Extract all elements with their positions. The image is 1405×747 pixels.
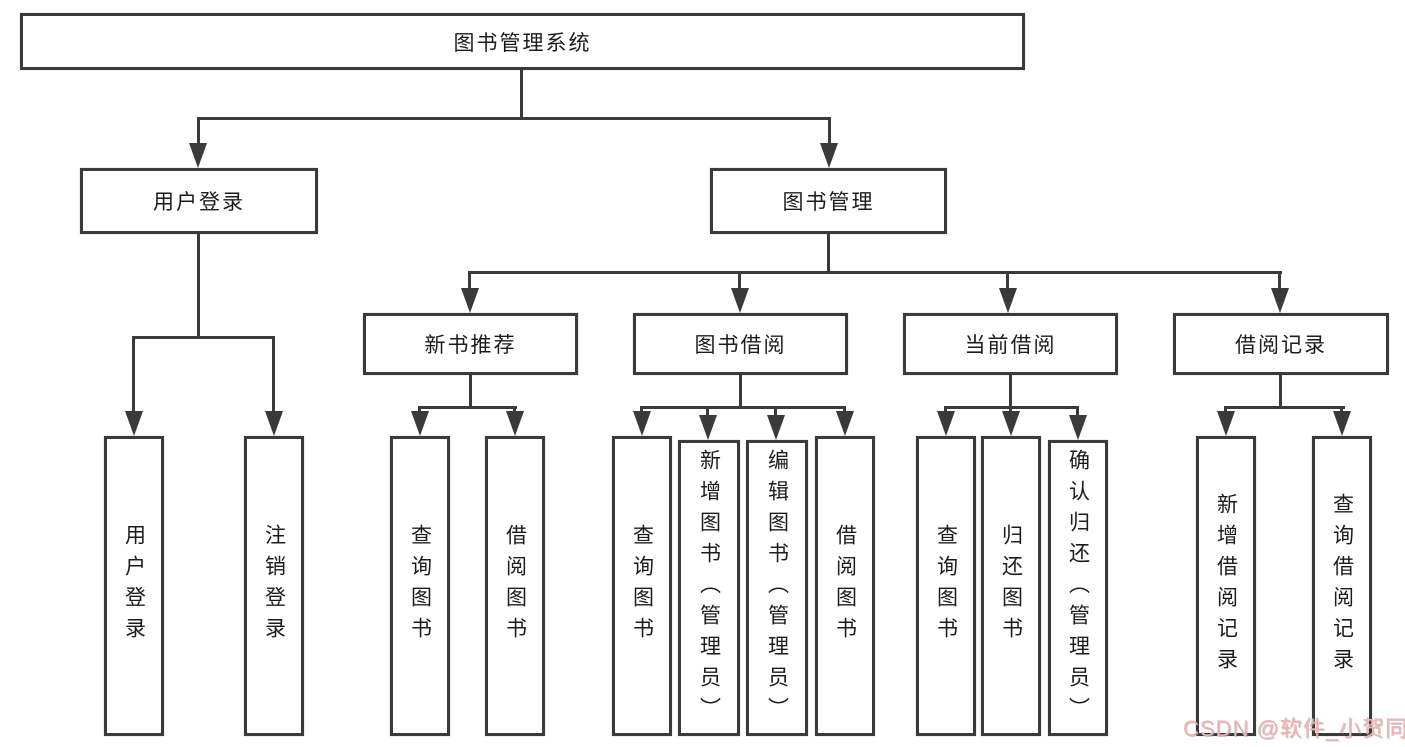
- arrow-down-icon: [633, 411, 651, 436]
- leaf-add-borrow-record: 新增借阅记录: [1196, 436, 1256, 736]
- arrow-down-icon: [1333, 411, 1351, 436]
- leaf-label: 借阅图书: [503, 524, 527, 648]
- leaf-label: 查询图书: [630, 524, 654, 648]
- connector-line: [272, 336, 275, 413]
- node-borrowing-records: 借阅记录: [1173, 313, 1389, 375]
- connector-line: [739, 375, 742, 409]
- leaf-return-books: 归还图书: [981, 436, 1041, 736]
- arrow-down-icon: [731, 288, 749, 313]
- connector-line: [469, 375, 472, 409]
- leaf-edit-books-admin: 编辑图书（管理员）: [746, 440, 808, 736]
- arrow-down-icon: [506, 411, 524, 436]
- leaf-logout: 注销登录: [244, 436, 304, 736]
- node-book-management: 图书管理: [710, 168, 947, 234]
- connector-line: [418, 406, 517, 409]
- leaf-query-books-recommend: 查询图书: [390, 436, 450, 736]
- connector-line: [1006, 271, 1009, 291]
- connector-line: [843, 406, 846, 415]
- arrow-down-icon: [189, 143, 207, 168]
- node-user-login: 用户登录: [80, 168, 318, 234]
- leaf-label: 编辑图书（管理员）: [765, 448, 789, 728]
- leaf-label: 查询借阅记录: [1330, 493, 1354, 679]
- connector-line: [827, 233, 830, 274]
- csdn-watermark: CSDN @软件_小贺同学: [1183, 716, 1405, 741]
- leaf-label: 查询图书: [934, 524, 958, 648]
- arrow-down-icon: [1069, 415, 1087, 440]
- leaf-label: 新增借阅记录: [1214, 493, 1238, 679]
- arrow-down-icon: [461, 288, 479, 313]
- arrow-down-icon: [767, 415, 785, 440]
- connector-line: [197, 233, 200, 338]
- connector-line: [1224, 406, 1227, 415]
- connector-line: [1009, 375, 1012, 409]
- arrow-down-icon: [411, 411, 429, 436]
- connector-line: [418, 406, 421, 415]
- connector-line: [706, 406, 709, 417]
- connector-line: [197, 117, 831, 120]
- connector-line: [738, 271, 741, 291]
- connector-line: [1278, 271, 1281, 291]
- arrow-down-icon: [836, 411, 854, 436]
- connector-line: [1009, 406, 1012, 415]
- leaf-label: 借阅图书: [833, 524, 857, 648]
- arrow-down-icon: [1271, 288, 1289, 313]
- connector-line: [513, 406, 516, 415]
- leaf-label: 新增图书（管理员）: [697, 448, 721, 728]
- connector-line: [774, 406, 777, 417]
- connector-line: [468, 271, 471, 291]
- arrow-down-icon: [1002, 411, 1020, 436]
- leaf-user-login: 用户登录: [104, 436, 164, 736]
- connector-line: [1279, 375, 1282, 409]
- connector-line: [828, 117, 831, 147]
- arrow-down-icon: [999, 288, 1017, 313]
- node-new-book-recommendation: 新书推荐: [363, 313, 578, 375]
- leaf-confirm-return-admin: 确认归还（管理员）: [1048, 440, 1108, 736]
- connector-line: [1340, 406, 1343, 415]
- arrow-down-icon: [820, 143, 838, 168]
- connector-line: [641, 406, 846, 409]
- arrow-down-icon: [265, 411, 283, 436]
- leaf-query-books-borrowing: 查询图书: [612, 436, 672, 736]
- connector-line: [1224, 406, 1345, 409]
- arrow-down-icon: [125, 411, 143, 436]
- connector-line: [132, 336, 135, 413]
- connector-line: [945, 406, 1079, 409]
- leaf-query-books-current: 查询图书: [916, 436, 976, 736]
- node-book-borrowing: 图书借阅: [633, 313, 848, 375]
- connector-line: [197, 117, 200, 147]
- leaf-label: 确认归还（管理员）: [1066, 448, 1090, 728]
- arrow-down-icon: [937, 411, 955, 436]
- leaf-borrow-books-recommend: 借阅图书: [485, 436, 545, 736]
- leaf-label: 注销登录: [262, 524, 286, 648]
- connector-line: [520, 69, 523, 119]
- connector-line: [640, 406, 643, 415]
- node-current-borrowing: 当前借阅: [903, 313, 1118, 375]
- leaf-add-books-admin: 新增图书（管理员）: [678, 440, 740, 736]
- arrow-down-icon: [1217, 411, 1235, 436]
- leaf-label: 归还图书: [999, 524, 1023, 648]
- leaf-label: 用户登录: [122, 524, 146, 648]
- leaf-borrow-books-borrowing: 借阅图书: [815, 436, 875, 736]
- connector-line: [1076, 406, 1079, 417]
- connector-line: [468, 271, 1282, 274]
- connector-line: [132, 336, 275, 339]
- leaf-label: 查询图书: [408, 524, 432, 648]
- arrow-down-icon: [699, 415, 717, 440]
- leaf-query-borrow-record: 查询借阅记录: [1312, 436, 1372, 736]
- node-library-management-system: 图书管理系统: [20, 13, 1025, 70]
- connector-line: [944, 406, 947, 415]
